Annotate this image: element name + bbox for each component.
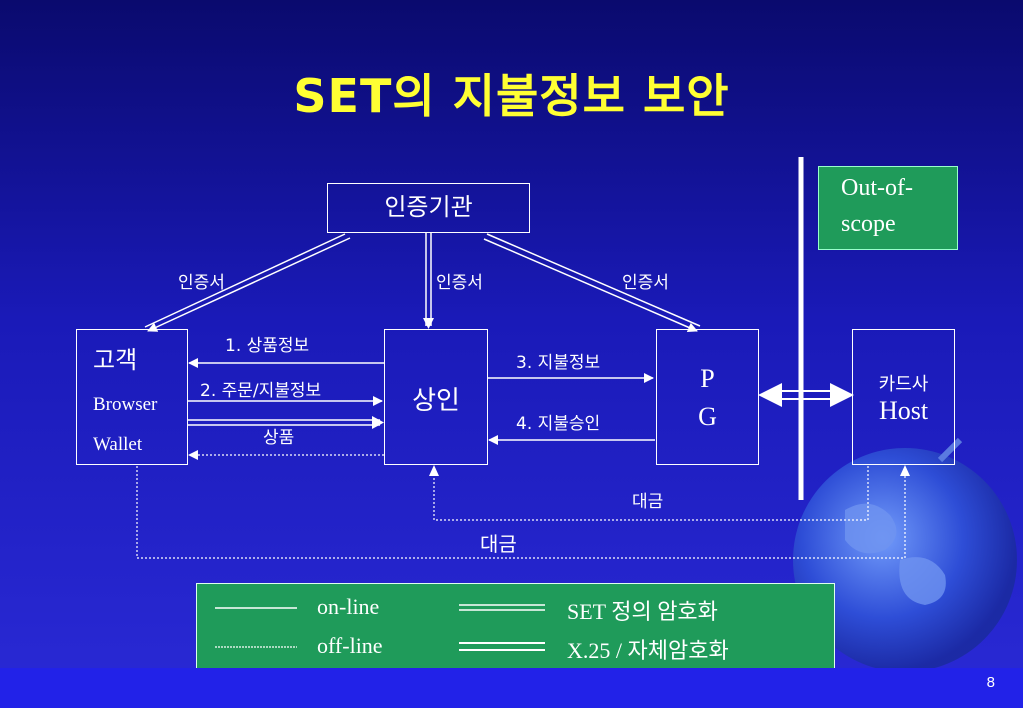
node-pg-line1: P (700, 364, 715, 393)
footer-bar (0, 668, 1023, 708)
edge-payment-outer (136, 466, 906, 559)
legend-online-label: on-line (317, 594, 380, 619)
node-payment-gateway: P G (656, 329, 759, 465)
label-cert-right: 인증서 (622, 273, 669, 293)
node-customer: 고객 Browser Wallet (76, 329, 188, 465)
label-cert-mid: 인증서 (436, 273, 483, 293)
legend-x25-label: X.25 / 자체암호화 (567, 638, 729, 663)
label-step4: 4. 지불승인 (516, 414, 601, 434)
slide-title: SET의 지불정보 보안 (293, 69, 730, 123)
label-step1: 1. 상품정보 (225, 336, 310, 356)
edge-goods (188, 416, 384, 429)
legend-set-line (459, 604, 545, 611)
node-customer-line2: Wallet (93, 434, 143, 455)
edge-ca-customer (144, 233, 351, 332)
label-payment-outer: 대금 (480, 532, 517, 556)
label-payment-inner: 대금 (632, 492, 664, 512)
label-step2: 2. 주문/지불정보 (200, 381, 322, 401)
node-customer-line1: Browser (93, 394, 158, 415)
legend-set-label: SET 정의 암호화 (567, 599, 718, 624)
legend-line-samples (215, 604, 545, 651)
edge-ca-merchant (423, 232, 434, 329)
out-of-scope-line2: scope (841, 211, 896, 237)
page-number: 8 (986, 674, 995, 691)
node-card-host: 카드사 Host (852, 329, 955, 465)
node-merchant-label: 상인 (412, 386, 460, 416)
label-cert-left: 인증서 (178, 273, 225, 293)
legend-box: on-line off-line SET 정의 암호화 X.25 / 자체암호화 (196, 583, 835, 669)
node-card-line1: 카드사 (878, 374, 929, 395)
node-merchant: 상인 (384, 329, 488, 465)
legend-offline-label: off-line (317, 633, 383, 658)
label-step3: 3. 지불정보 (516, 353, 601, 373)
node-card-line2: Host (878, 396, 929, 425)
node-customer-title: 고객 (93, 346, 138, 374)
node-certificate-authority: 인증기관 (327, 183, 530, 233)
out-of-scope-box: Out-of- scope (818, 166, 958, 250)
node-pg-line2: G (698, 402, 717, 431)
edge-pg-card (758, 383, 854, 407)
node-certificate-authority-label: 인증기관 (384, 193, 473, 221)
label-goods: 상품 (263, 428, 295, 448)
out-of-scope-line1: Out-of- (841, 175, 913, 201)
legend-x25-line (459, 642, 545, 651)
edge-payment-inner (433, 466, 869, 521)
edge-ca-pg (483, 233, 701, 333)
